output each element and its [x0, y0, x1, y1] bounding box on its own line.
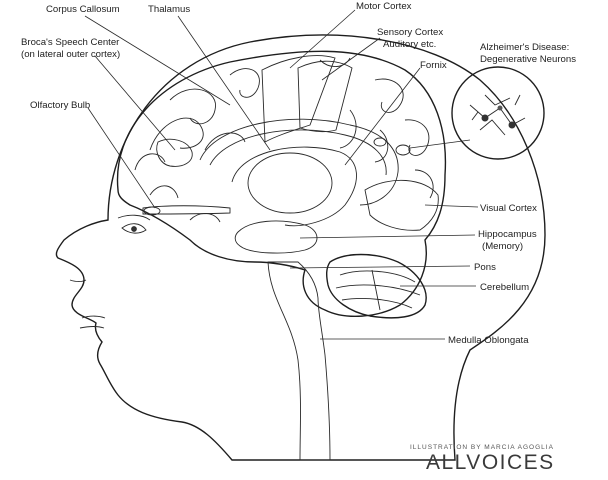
label-degenerative-neurons: Degenerative Neurons — [480, 54, 576, 65]
label-thalamus: Thalamus — [148, 4, 190, 15]
label-sensory-cortex: Sensory Cortex — [377, 27, 443, 38]
hippocampus-region — [234, 220, 318, 254]
cerebellum-region — [325, 253, 427, 319]
cortex-folds — [134, 57, 434, 223]
head-silhouette — [55, 34, 546, 461]
visual-cortex-region — [364, 179, 439, 231]
face-features — [69, 214, 151, 329]
label-fornix: Fornix — [420, 60, 447, 71]
diagram-labels: Corpus Callosum Thalamus Motor Cortex Se… — [21, 1, 576, 346]
sensory-cortex-region — [297, 60, 353, 133]
label-auditory: Auditory etc. — [383, 39, 436, 50]
label-motor-cortex: Motor Cortex — [356, 1, 412, 12]
olfactory-tract — [142, 205, 231, 215]
corpus-callosum — [199, 118, 399, 206]
brainstem — [267, 261, 331, 461]
label-pons: Pons — [474, 262, 496, 273]
label-memory: (Memory) — [482, 241, 523, 252]
illustration-credit: ILLUSTRATION BY MARCIA AGOGLIA — [410, 444, 554, 451]
label-brocas-speech-center: Broca's Speech Center — [21, 37, 120, 48]
brocas-area-region — [156, 138, 193, 167]
label-alzheimers: Alzheimer's Disease: — [480, 42, 569, 53]
fornix — [231, 146, 357, 227]
watermark-logo: ALLVOICES — [426, 451, 555, 474]
brain-outline — [116, 50, 447, 318]
thalamus-region — [247, 152, 333, 214]
label-brocas-note: (on lateral outer cortex) — [21, 49, 120, 60]
cerebellum-folds — [335, 269, 421, 311]
olfactory-bulb — [143, 206, 161, 216]
label-medulla-oblongata: Medulla Oblongata — [448, 335, 529, 346]
label-cerebellum: Cerebellum — [480, 282, 529, 293]
leader-lines — [84, 9, 479, 340]
label-visual-cortex: Visual Cortex — [480, 203, 537, 214]
alzheimers-neuron-inset — [451, 66, 545, 160]
label-hippocampus: Hippocampus — [478, 229, 537, 240]
label-corpus-callosum: Corpus Callosum — [46, 4, 120, 15]
label-olfactory-bulb: Olfactory Bulb — [30, 100, 90, 111]
motor-cortex-region — [261, 55, 336, 143]
